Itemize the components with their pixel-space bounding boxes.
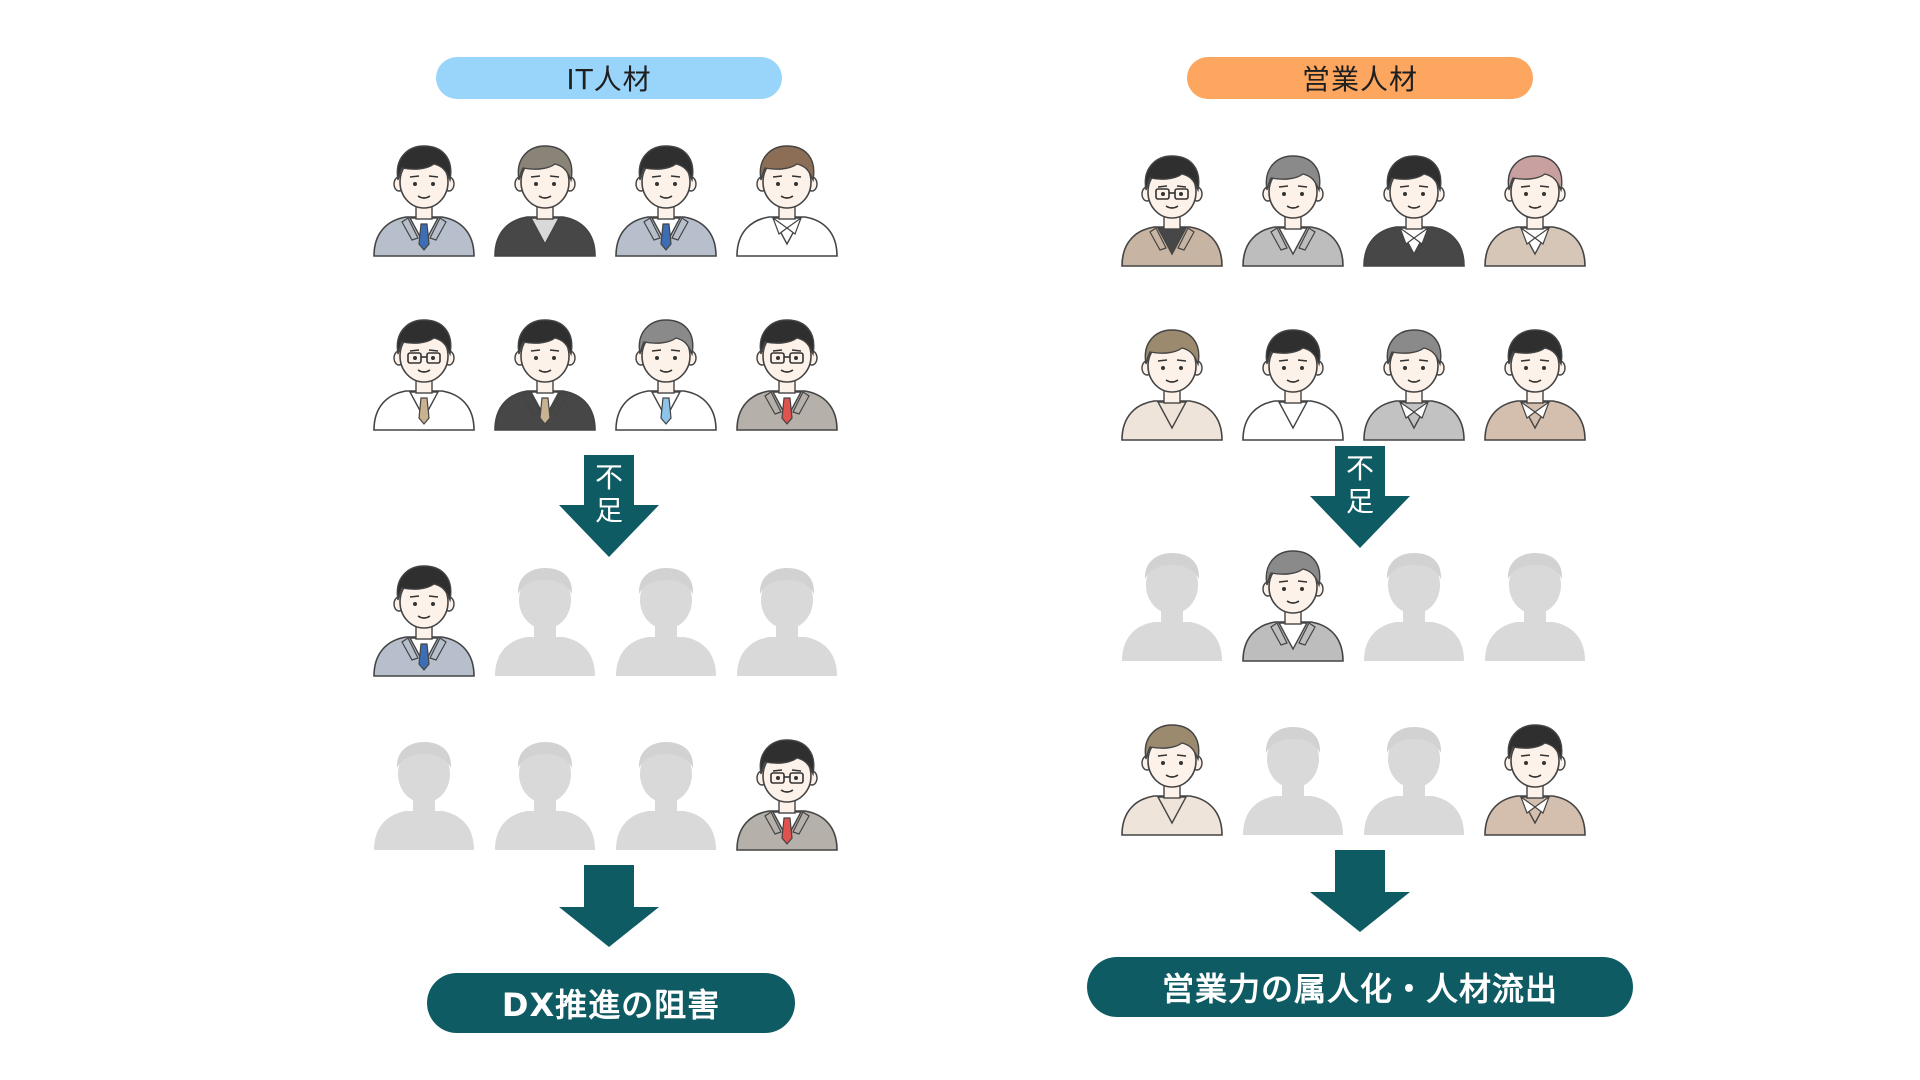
shortage-label-char-1: 不 bbox=[594, 461, 624, 494]
missing-person-silhouette-icon bbox=[1364, 727, 1464, 835]
man-glasses-beige-tie-icon bbox=[373, 319, 475, 431]
sales-result-label: 営業力の属人化・人材流出 bbox=[1161, 970, 1558, 1008]
man-gray-jacket-icon bbox=[1242, 550, 1344, 662]
man-black-cardigan-icon bbox=[494, 145, 596, 257]
shortage-arrow-icon bbox=[559, 455, 659, 557]
shortage-arrow-label: 不 足 bbox=[1310, 446, 1410, 548]
man-white-sweater-icon bbox=[1242, 329, 1344, 441]
sales-talent-grid-before bbox=[1120, 150, 1587, 442]
man-glasses-brown-jacket-icon bbox=[1121, 155, 1223, 267]
missing-person-silhouette-icon bbox=[616, 742, 716, 850]
missing-person-silhouette-icon bbox=[1122, 553, 1222, 661]
missing-person-silhouette-icon bbox=[1485, 553, 1585, 661]
man-black-vest-icon bbox=[1363, 155, 1465, 267]
man-gray-jacket-icon bbox=[1242, 155, 1344, 267]
it-talent-header-label: IT人材 bbox=[566, 63, 652, 96]
man-gray-polo-icon bbox=[1363, 329, 1465, 441]
man-dark-suit-icon bbox=[494, 319, 596, 431]
missing-person-silhouette-icon bbox=[1364, 553, 1464, 661]
shortage-arrow-label: 不 足 bbox=[559, 455, 659, 557]
man-suit-blue-tie-icon bbox=[373, 145, 475, 257]
man-beige-sweater-icon bbox=[1121, 329, 1223, 441]
man-suit-blue-tie-icon bbox=[373, 565, 475, 677]
man-brown-polo-icon bbox=[1484, 724, 1586, 836]
missing-person-silhouette-icon bbox=[616, 568, 716, 676]
shortage-label-char-2: 足 bbox=[594, 494, 624, 527]
missing-person-silhouette-icon bbox=[374, 742, 474, 850]
man-glasses-red-tie-icon bbox=[736, 319, 838, 431]
missing-person-silhouette-icon bbox=[495, 742, 595, 850]
sales-talent-grid-after bbox=[1120, 545, 1587, 837]
missing-person-silhouette-icon bbox=[495, 568, 595, 676]
man-suit-blue-tie-icon bbox=[615, 145, 717, 257]
sales-column: 営業人材 不 足 営業力の属人化・人材流出 bbox=[960, 0, 1920, 1080]
result-arrow-icon bbox=[1310, 850, 1410, 932]
it-result-badge: DX推進の阻害 bbox=[427, 973, 795, 1033]
it-result-label: DX推進の阻害 bbox=[501, 986, 721, 1024]
sales-result-badge: 営業力の属人化・人材流出 bbox=[1087, 957, 1633, 1017]
man-white-shirt-icon bbox=[736, 145, 838, 257]
result-arrow-icon bbox=[559, 865, 659, 947]
man-brown-polo-icon bbox=[1484, 329, 1586, 441]
man-blue-tie-icon bbox=[615, 319, 717, 431]
it-talent-grid-after bbox=[372, 560, 839, 852]
it-column: IT人材 不 足 DX推進の阻害 bbox=[372, 57, 839, 1033]
missing-person-silhouette-icon bbox=[1243, 727, 1343, 835]
man-beige-cardigan-icon bbox=[1484, 155, 1586, 267]
missing-person-silhouette-icon bbox=[737, 568, 837, 676]
sales-talent-header: 営業人材 bbox=[1187, 57, 1533, 99]
shortage-label-char-1: 不 bbox=[1345, 452, 1375, 485]
man-beige-sweater-icon bbox=[1121, 724, 1223, 836]
shortage-label-char-2: 足 bbox=[1345, 485, 1375, 518]
it-talent-grid-before bbox=[372, 140, 839, 432]
it-talent-header: IT人材 bbox=[436, 57, 782, 99]
man-glasses-red-tie-icon bbox=[736, 739, 838, 851]
sales-talent-header-label: 営業人材 bbox=[1301, 63, 1418, 96]
shortage-arrow-icon bbox=[1310, 446, 1410, 548]
